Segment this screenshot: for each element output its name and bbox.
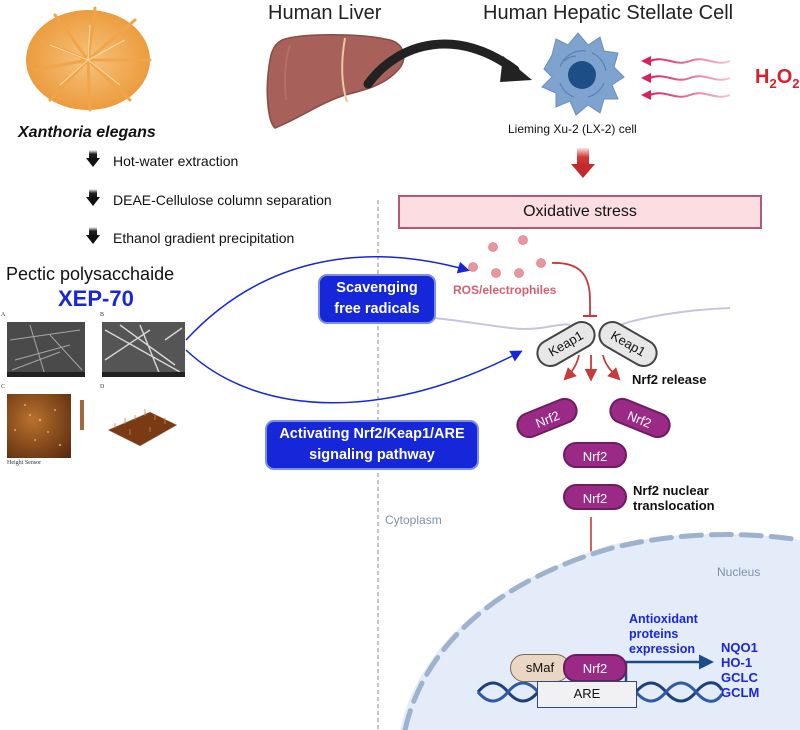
- scavenging-line-1: Scavenging: [336, 280, 418, 296]
- activating-line-2: signaling pathway: [309, 447, 435, 463]
- micrograph-caption: Height Sensor: [7, 460, 42, 466]
- cell-line-label: Lieming Xu-2 (LX-2) cell: [508, 122, 637, 136]
- activating-line-1: Activating Nrf2/Keap1/ARE: [279, 426, 465, 442]
- gene-gclm: GCLM: [721, 685, 760, 700]
- mechanism-curves: [185, 256, 523, 404]
- micrograph-label-d: D: [100, 384, 105, 390]
- gene-gclc: GCLC: [721, 670, 758, 685]
- micrograph-label-a: A: [1, 312, 6, 318]
- liver-to-cell-arrow: [363, 39, 520, 89]
- nrf2-protein-4: Nrf2: [563, 484, 627, 510]
- gene-ho-1: HO-1: [721, 655, 753, 670]
- ros-label: ROS/electrophiles: [453, 283, 557, 297]
- activating-nrf2-pathway-box: Activating Nrf2/Keap1/ARE signaling path…: [265, 420, 479, 470]
- ros-dots: [468, 235, 546, 278]
- product-name: XEP-70: [58, 286, 134, 311]
- smaf-protein: sMaf: [510, 654, 570, 682]
- scavenging-free-radicals-box: Scavenging free radicals: [318, 274, 436, 324]
- scavenging-line-2: free radicals: [334, 301, 420, 317]
- are-element: ARE: [537, 681, 637, 708]
- oxidative-stress-box: Oxidative stress: [398, 195, 762, 229]
- micrograph-panels: [7, 322, 185, 458]
- liver-illustration: [266, 34, 405, 129]
- nrf2-bound-protein: Nrf2: [563, 654, 627, 682]
- antioxidant-expression-label: Antioxidant proteins expression: [629, 612, 698, 656]
- gene-nqo1: NQO1: [721, 640, 758, 655]
- micrograph-label-c: C: [1, 384, 6, 390]
- gene-list: NQO1 HO-1 GCLC GCLM: [721, 640, 759, 700]
- cytoplasm-label: Cytoplasm: [385, 513, 442, 527]
- cell-to-stress-arrow: [571, 148, 595, 178]
- nuclear-envelope: [402, 532, 800, 730]
- liver-title: Human Liver: [268, 2, 382, 24]
- dna-helix: [476, 681, 724, 703]
- nrf2-protein-3: Nrf2: [563, 442, 627, 468]
- stellate-cell-title: Human Hepatic Stellate Cell: [483, 2, 734, 24]
- product-label: Pectic polysacchaide: [6, 264, 175, 284]
- nrf2-release-label: Nrf2 release: [632, 372, 707, 387]
- ros-inhibition-line: [551, 262, 591, 315]
- h2o2-wave-arrows: [649, 58, 731, 98]
- lichen-illustration: [26, 6, 152, 112]
- nucleus-region: [400, 533, 800, 730]
- step-ethanol-precipitation: Ethanol gradient precipitation: [113, 230, 295, 246]
- nucleus-label: Nucleus: [717, 565, 761, 579]
- step-hot-water-extraction: Hot-water extraction: [113, 153, 239, 169]
- micrograph-label-b: B: [100, 312, 105, 318]
- process-arrows: [86, 150, 100, 244]
- step-deae-cellulose: DEAE-Cellulose column separation: [113, 192, 332, 208]
- nrf2-release-arrows: [563, 354, 621, 382]
- nrf2-translocation-label: Nrf2 nuclear translocation: [633, 483, 715, 513]
- organism-name: Xanthoria elegans: [18, 124, 156, 141]
- h2o2-label: H2O2: [755, 66, 800, 91]
- stellate-cell: [541, 32, 625, 116]
